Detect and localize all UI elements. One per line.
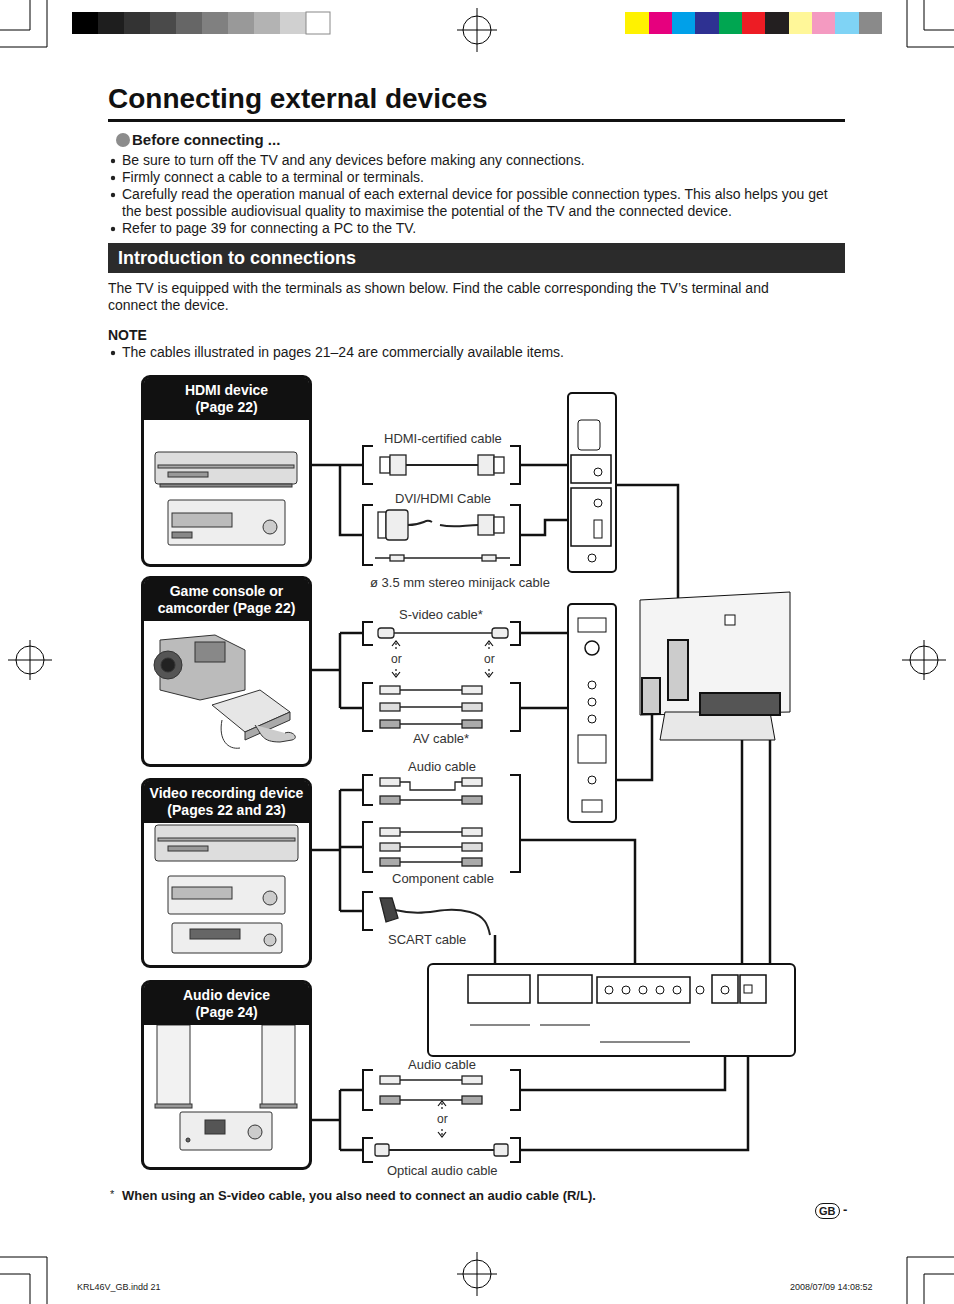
device-box: Audio device (Page 24) [141, 980, 312, 1170]
bullet-text: Refer to page 39 for connecting a PC to … [122, 220, 416, 237]
note-text: The cables illustrated in pages 21–24 ar… [122, 344, 564, 361]
cable-label: ø 3.5 mm stereo minijack cable [370, 574, 550, 591]
device-header: Game console or camcorder (Page 22) [144, 579, 309, 621]
title-rule [108, 119, 845, 122]
cable-label: S-video cable* [399, 606, 483, 623]
bullet-text: Be sure to turn off the TV and any devic… [122, 152, 585, 169]
footnote-text: When using an S-video cable, you also ne… [122, 1187, 596, 1204]
section-dot [116, 133, 130, 147]
or-label: or [484, 651, 495, 667]
device-box: Game console or camcorder (Page 22) [141, 576, 312, 767]
bullet-text: Firmly connect a cable to a terminal or … [122, 169, 424, 186]
device-title: Game console or camcorder (Page 22) [148, 583, 305, 617]
device-title: Video recording device (Pages 22 and 23) [148, 785, 305, 819]
cable-label: AV cable* [413, 730, 469, 747]
language-badge: GB [815, 1203, 840, 1219]
cable-label: Audio cable [408, 1056, 476, 1073]
device-title: Audio device (Page 24) [172, 987, 282, 1021]
or-arrows [392, 641, 493, 1137]
page-dash: - [843, 1201, 847, 1218]
device-header: Video recording device (Pages 22 and 23) [144, 781, 309, 823]
body-text: The TV is equipped with the terminals as… [108, 280, 808, 314]
footnote-mark: * [110, 1187, 114, 1202]
device-header: HDMI device (Page 22) [144, 378, 309, 420]
section-band: Introduction to connections [108, 243, 845, 273]
note-heading: NOTE [108, 327, 147, 344]
print-slug: KRL46V_GB.indd 21 [77, 1281, 161, 1294]
cable-label: DVI/HDMI Cable [395, 490, 491, 507]
print-slug: 2008/07/09 14:08:52 [790, 1281, 873, 1294]
band-heading: Introduction to connections [118, 248, 356, 269]
section-heading: Before connecting ... [132, 131, 280, 148]
device-title: HDMI device (Page 22) [172, 382, 282, 416]
cable-label: Optical audio cable [387, 1162, 498, 1179]
device-box: Video recording device (Pages 22 and 23) [141, 778, 312, 968]
cable-label: Audio cable [408, 758, 476, 775]
cable-label: HDMI-certified cable [384, 430, 502, 447]
or-label: or [391, 651, 402, 667]
device-box: HDMI device (Page 22) [141, 375, 312, 567]
or-label: or [437, 1111, 448, 1127]
cable-label: Component cable [392, 870, 494, 887]
device-header: Audio device (Page 24) [144, 983, 309, 1025]
cable-label: SCART cable [388, 931, 466, 948]
page-title: Connecting external devices [108, 82, 488, 116]
bullet-text: Carefully read the operation manual of e… [122, 186, 837, 220]
